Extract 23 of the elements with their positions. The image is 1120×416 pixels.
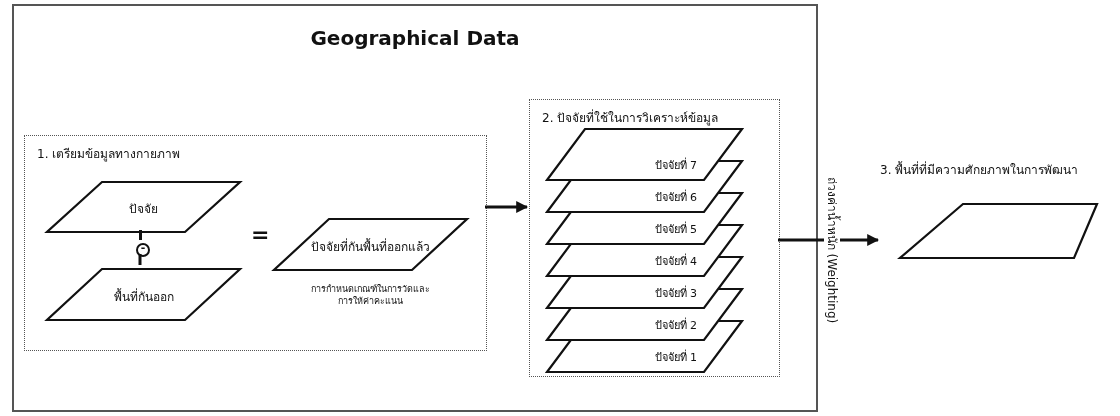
parallelogram-label: ปัจจัยที่ 6	[654, 188, 697, 206]
result-title: 3. พื้นที่ที่มีความศักยภาพในการพัฒนา	[880, 160, 1079, 179]
parallelogram-label: ปัจจัย	[128, 201, 159, 218]
minus-sign: -	[139, 241, 147, 254]
group-title: 2. ปัจจัยที่ใช้ในการวิเคราะห์ข้อมูล	[542, 108, 719, 127]
note-text: การกำหนดเกณฑ์ในการวัดและการให้ค่าคะแนน	[310, 283, 431, 307]
parallelogram-label: ปัจจัยที่ 4	[654, 252, 697, 270]
arrow	[485, 201, 529, 213]
parallelogram-label: ปัจจัยที่ 3	[654, 284, 697, 302]
group-title: 1. เตรียมข้อมูลทางกายภาพ	[37, 146, 181, 163]
parallelogram-label: ปัจจัยที่กันพื้นที่ออกแล้ว	[310, 237, 431, 256]
connector-line	[139, 230, 142, 240]
parallelogram-label: ปัจจัยที่ 5	[654, 220, 697, 238]
parallelogram-label: พื้นที่กันออก	[112, 287, 175, 306]
parallelogram-label: ปัจจัยที่ 7	[654, 156, 697, 174]
group-box	[529, 99, 780, 377]
connector-line	[138, 254, 142, 265]
equals-sign: =	[251, 222, 270, 247]
group-box	[24, 135, 487, 351]
parallelogram-label: ปัจจัยที่ 1	[654, 348, 697, 366]
parallelogram-label: ปัจจัยที่ 2	[654, 316, 697, 334]
frame-title: Geographical Data	[309, 26, 521, 50]
frame-box	[12, 4, 818, 412]
